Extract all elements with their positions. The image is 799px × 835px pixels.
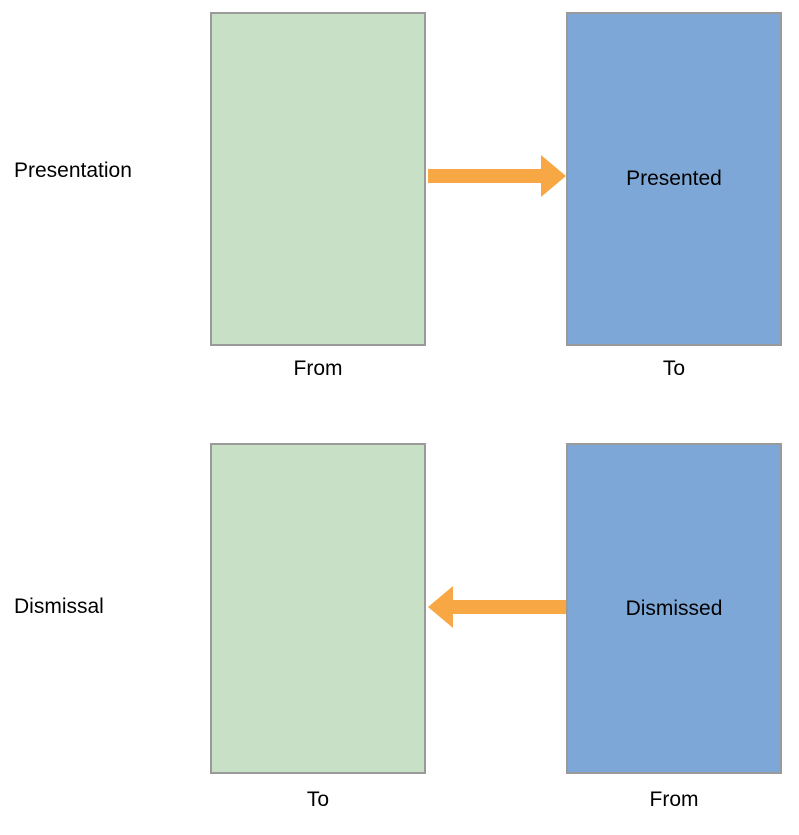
dismissal-arrow-shaft	[453, 600, 566, 614]
presentation-from-box	[210, 12, 426, 346]
presentation-arrow-shaft	[428, 169, 541, 183]
arrow-left-icon	[428, 586, 453, 628]
arrow-right-icon	[541, 155, 566, 197]
presented-box-text: Presented	[626, 167, 722, 190]
dismissal-to-box	[210, 443, 426, 774]
presentation-to-box: Presented	[566, 12, 782, 346]
presentation-from-caption: From	[293, 357, 343, 380]
dismissed-box-text: Dismissed	[625, 596, 723, 620]
dismissal-from-caption: From	[649, 788, 699, 811]
dismissal-from-box: Dismissed	[566, 443, 782, 774]
dismissal-row-label: Dismissal	[14, 595, 104, 618]
presentation-to-caption: To	[662, 357, 686, 380]
presentation-row-label: Presentation	[14, 159, 132, 182]
dismissal-to-caption: To	[306, 788, 330, 811]
